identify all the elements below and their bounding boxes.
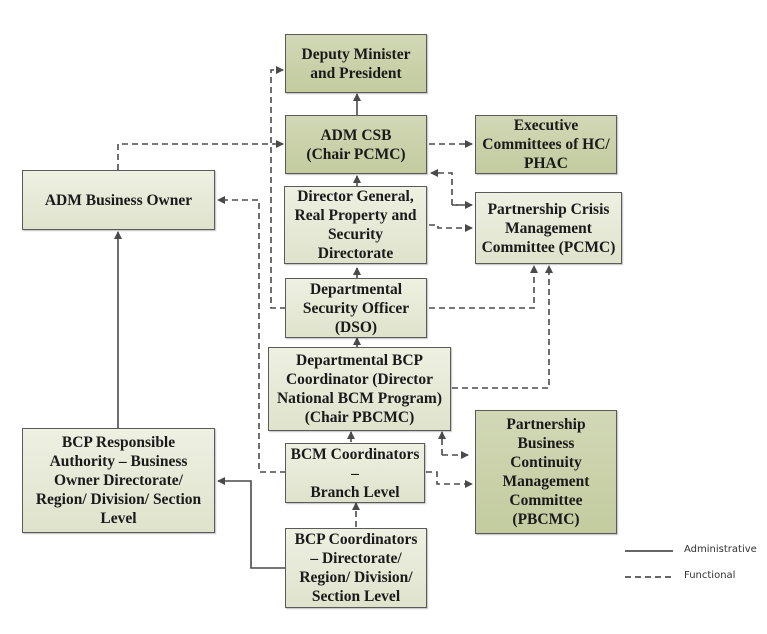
node-executive-committees[interactable]: Executive Committees of HC/ PHAC (475, 115, 617, 174)
arrow-bcp-coords-to-bcp-resp (217, 477, 286, 569)
arrow-bcm-to-adm-owner (217, 196, 286, 473)
node-bcp-coordinators[interactable]: BCP Coordinators – Directorate/ Region/ … (285, 528, 427, 608)
arrow-dg-to-pcmc (429, 224, 473, 232)
node-deputy-minister[interactable]: Deputy Minister and President (285, 34, 427, 93)
node-pbcmc[interactable]: Partnership Business Continuity Manageme… (475, 410, 617, 534)
arrow-dso-to-pcmc (429, 265, 538, 309)
arrow-pcmc-adm-csb (430, 169, 472, 206)
node-label: Executive Committees of HC/ PHAC (482, 117, 610, 172)
node-label: BCP Coordinators – Directorate/ Region/ … (294, 531, 418, 605)
arrow-dso-to-deputy (270, 66, 286, 309)
legend-administrative-label: Administrative (684, 544, 757, 555)
node-label: Deputy Minister and President (301, 45, 411, 82)
node-pcmc[interactable]: Partnership Crisis Management Committee … (475, 192, 622, 264)
node-label: Partnership Business Continuity Manageme… (502, 416, 590, 528)
node-label: Departmental Security Officer (DSO) (302, 280, 410, 336)
node-label: Director General, Real Property and Secu… (294, 188, 417, 262)
node-adm-business-owner[interactable]: ADM Business Owner (22, 170, 215, 230)
legend-functional-label: Functional (684, 570, 736, 581)
node-dso[interactable]: Departmental Security Officer (DSO) (285, 278, 427, 338)
node-label: BCP Responsible Authority – Business Own… (35, 434, 202, 527)
node-director-general[interactable]: Director General, Real Property and Secu… (284, 186, 427, 264)
node-label: Partnership Crisis Management Committee … (481, 200, 616, 256)
node-label: BCM Coordinators – Branch Level (290, 445, 420, 501)
node-adm-csb[interactable]: ADM CSB (Chair PCMC) (285, 115, 427, 174)
node-bcp-responsible-authority[interactable]: BCP Responsible Authority – Business Own… (22, 428, 215, 533)
arrow-bcm-to-pbcmc (426, 471, 473, 488)
node-label: ADM Business Owner (44, 191, 193, 209)
node-label: Departmental BCP Coordinator (Director N… (276, 352, 443, 426)
arrow-bcp-coord-to-pcmc (452, 265, 553, 389)
node-bcm-coordinators[interactable]: BCM Coordinators – Branch Level (285, 443, 425, 503)
node-label: ADM CSB (Chair PCMC) (306, 126, 406, 163)
arrow-adm-owner-to-adm-csb (117, 140, 284, 170)
node-departmental-bcp-coordinator[interactable]: Departmental BCP Coordinator (Director N… (268, 347, 451, 431)
